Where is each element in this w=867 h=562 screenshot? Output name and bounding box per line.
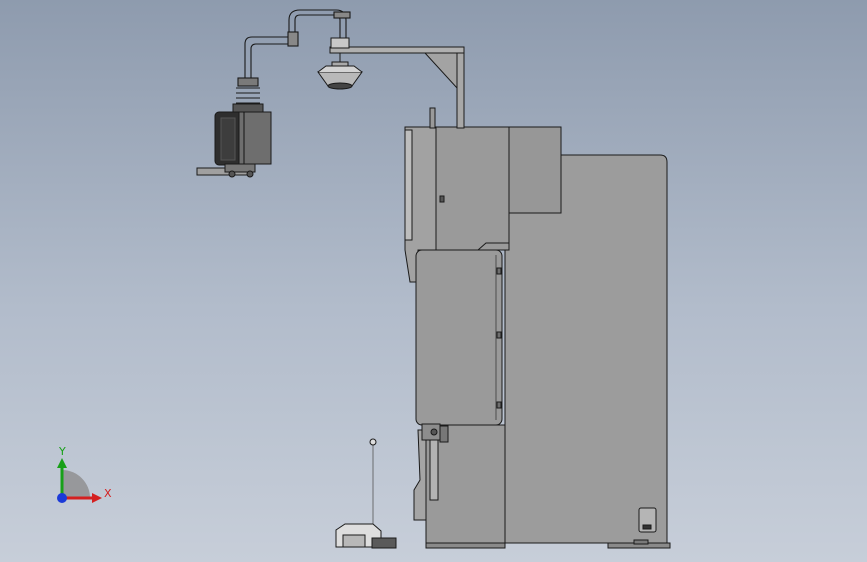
duct-pipe bbox=[236, 9, 351, 104]
upper-column bbox=[435, 126, 510, 251]
front-plate-strip bbox=[404, 129, 413, 241]
arm-gusset bbox=[423, 52, 458, 90]
overhead-arm[interactable] bbox=[329, 46, 465, 129]
front-base bbox=[425, 542, 506, 549]
arm-horizontal-beam bbox=[329, 46, 465, 54]
triad-arc bbox=[62, 470, 90, 498]
lower-guide bbox=[413, 429, 427, 521]
center-cover-panel bbox=[415, 249, 503, 426]
camera-head-unit[interactable] bbox=[196, 103, 272, 178]
axis-triad[interactable]: Y X bbox=[57, 445, 112, 503]
machine-body[interactable] bbox=[404, 107, 671, 549]
rear-foot-pad bbox=[633, 539, 649, 545]
foot-pedal[interactable] bbox=[335, 438, 397, 549]
rear-frame-panel bbox=[504, 154, 668, 544]
lamp-assembly[interactable] bbox=[317, 37, 363, 90]
column-notch bbox=[476, 242, 510, 251]
arm-vertical-post bbox=[456, 46, 465, 129]
y-axis-label: Y bbox=[58, 445, 66, 458]
x-axis-label: X bbox=[104, 487, 112, 500]
top-post bbox=[429, 107, 436, 129]
z-axis-dot bbox=[57, 493, 67, 503]
top-housing bbox=[508, 126, 562, 214]
